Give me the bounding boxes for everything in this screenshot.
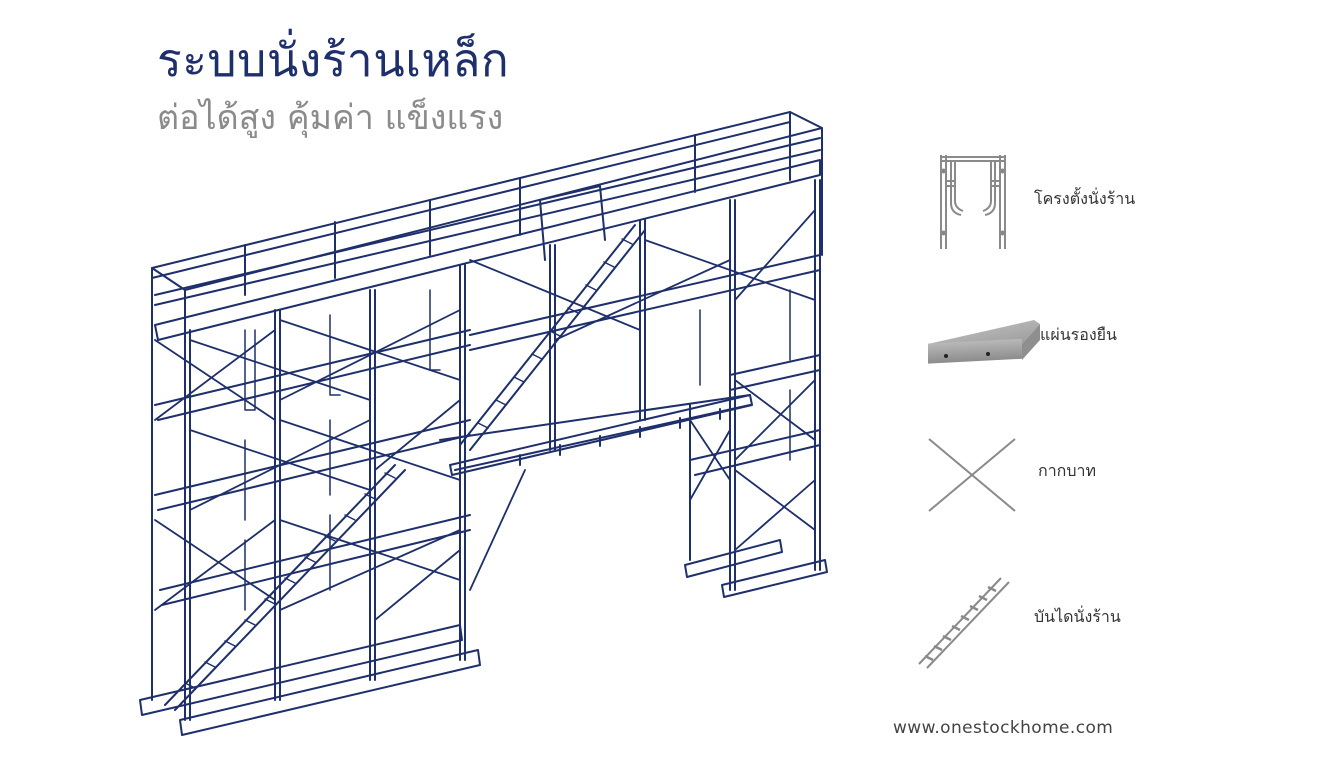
legend-label-walk-board: แผ่นรองยืน — [1040, 325, 1117, 344]
website-url[interactable]: www.onestockhome.com — [893, 718, 1114, 738]
legend-label-frame: โครงตั้งนั่งร้าน — [1034, 189, 1136, 208]
center-beam — [449, 394, 753, 476]
interior-panels — [244, 289, 791, 611]
page-title: ระบบนั่งร้านเหล็ก — [157, 33, 510, 87]
frame-legs — [184, 179, 821, 721]
legend-label-ladder: บันไดนั่งร้าน — [1034, 607, 1121, 626]
scaffold-ladders — [164, 224, 646, 711]
cross-brace-icon — [928, 438, 1016, 512]
walk-board-plank-icon — [928, 320, 1040, 364]
page-subtitle: ต่อได้สูง คุ้มค่า แข็งแรง — [157, 98, 504, 138]
scaffold-ladder-icon — [918, 577, 1010, 669]
legend-label-cross-brace: กากบาท — [1038, 461, 1097, 480]
scaffold-illustration — [139, 111, 828, 736]
scaffold-frame-icon — [940, 155, 1006, 249]
base-sills — [139, 539, 828, 736]
top-guardrail — [151, 111, 823, 701]
platform-decks — [154, 159, 821, 606]
